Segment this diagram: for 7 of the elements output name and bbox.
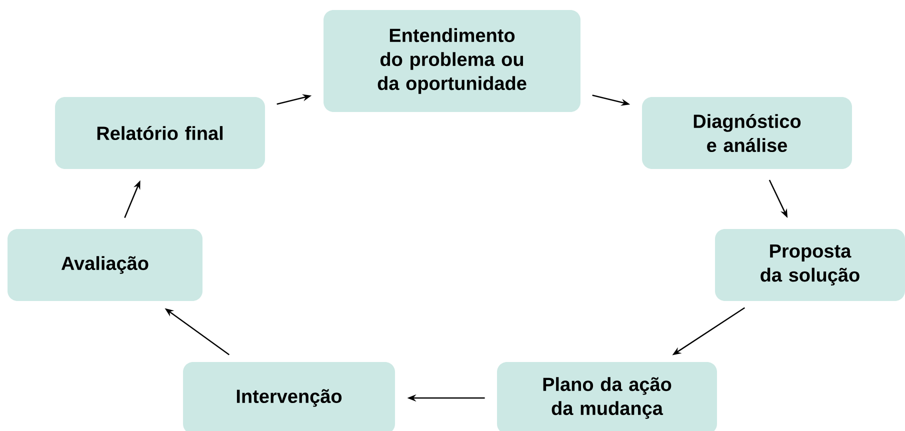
process-box: Diagnóstico e análise [642, 97, 852, 169]
process-box: Intervenção [183, 362, 395, 431]
process-box: Proposta da solução [715, 229, 905, 301]
process-box: Relatório final [55, 97, 265, 169]
process-box: Entendimento do problema ou da oportunidade [324, 10, 580, 112]
process-box: Avaliação [8, 229, 202, 301]
process-box: Plano da ação da mudança [497, 362, 717, 431]
